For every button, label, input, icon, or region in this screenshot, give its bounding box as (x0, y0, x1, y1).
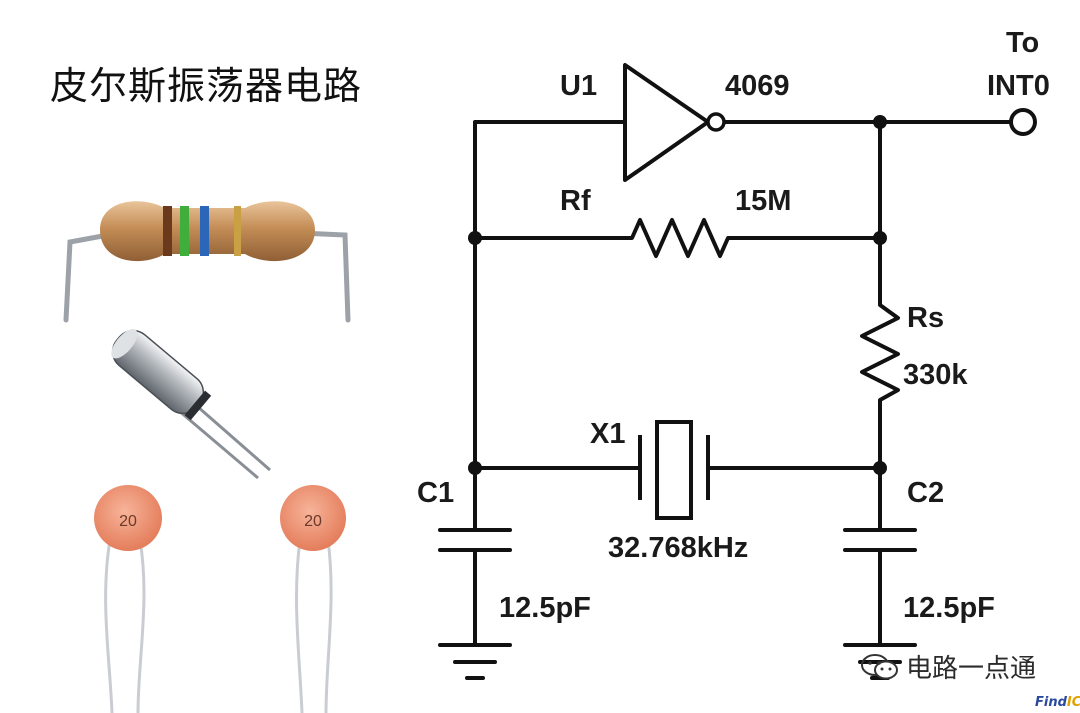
capacitor-marking-1: 20 (119, 513, 137, 530)
watermark: 电路一点通 (860, 648, 1036, 685)
brand-logo: FindIC (1035, 695, 1080, 710)
rs-label: Rs (907, 302, 944, 334)
capacitor-photo-2: 20 (280, 485, 346, 713)
rf-label: Rf (560, 185, 591, 217)
resistor-photo (63, 201, 351, 323)
capacitor-c2 (843, 528, 917, 552)
int0-label: INT0 (987, 70, 1050, 102)
resistor-rf (622, 218, 735, 258)
schematic-wires (473, 120, 1012, 647)
c1-label: C1 (417, 477, 454, 509)
inverter-u1 (623, 63, 726, 182)
to-label: To (1006, 27, 1039, 59)
wechat-icon (861, 653, 898, 679)
brand-logo-part-b: IC (1066, 695, 1080, 710)
crystal-x1 (638, 420, 710, 520)
rs-value-label: 330k (903, 359, 968, 391)
u1-label: U1 (560, 70, 597, 102)
int0-terminal (1009, 108, 1037, 136)
x1-value-label: 32.768kHz (608, 532, 748, 564)
capacitor-marking-2: 20 (304, 513, 322, 530)
x1-label: X1 (590, 418, 625, 450)
capacitor-c1 (438, 528, 512, 552)
c2-label: C2 (907, 477, 944, 509)
crystal-photo (111, 329, 271, 480)
junction-dots (468, 115, 887, 475)
page-title: 皮尔斯振荡器电路 (50, 64, 363, 108)
ground-left (438, 643, 512, 680)
brand-logo-part-a: Find (1035, 695, 1067, 710)
c2-value-label: 12.5pF (903, 592, 995, 624)
resistor-rs (860, 300, 900, 405)
rf-value-label: 15M (735, 185, 791, 217)
u1-part-label: 4069 (725, 70, 790, 102)
watermark-text: 电路一点通 (906, 654, 1037, 684)
c1-value-label: 12.5pF (499, 592, 591, 624)
capacitor-photo-1: 20 (94, 485, 162, 713)
